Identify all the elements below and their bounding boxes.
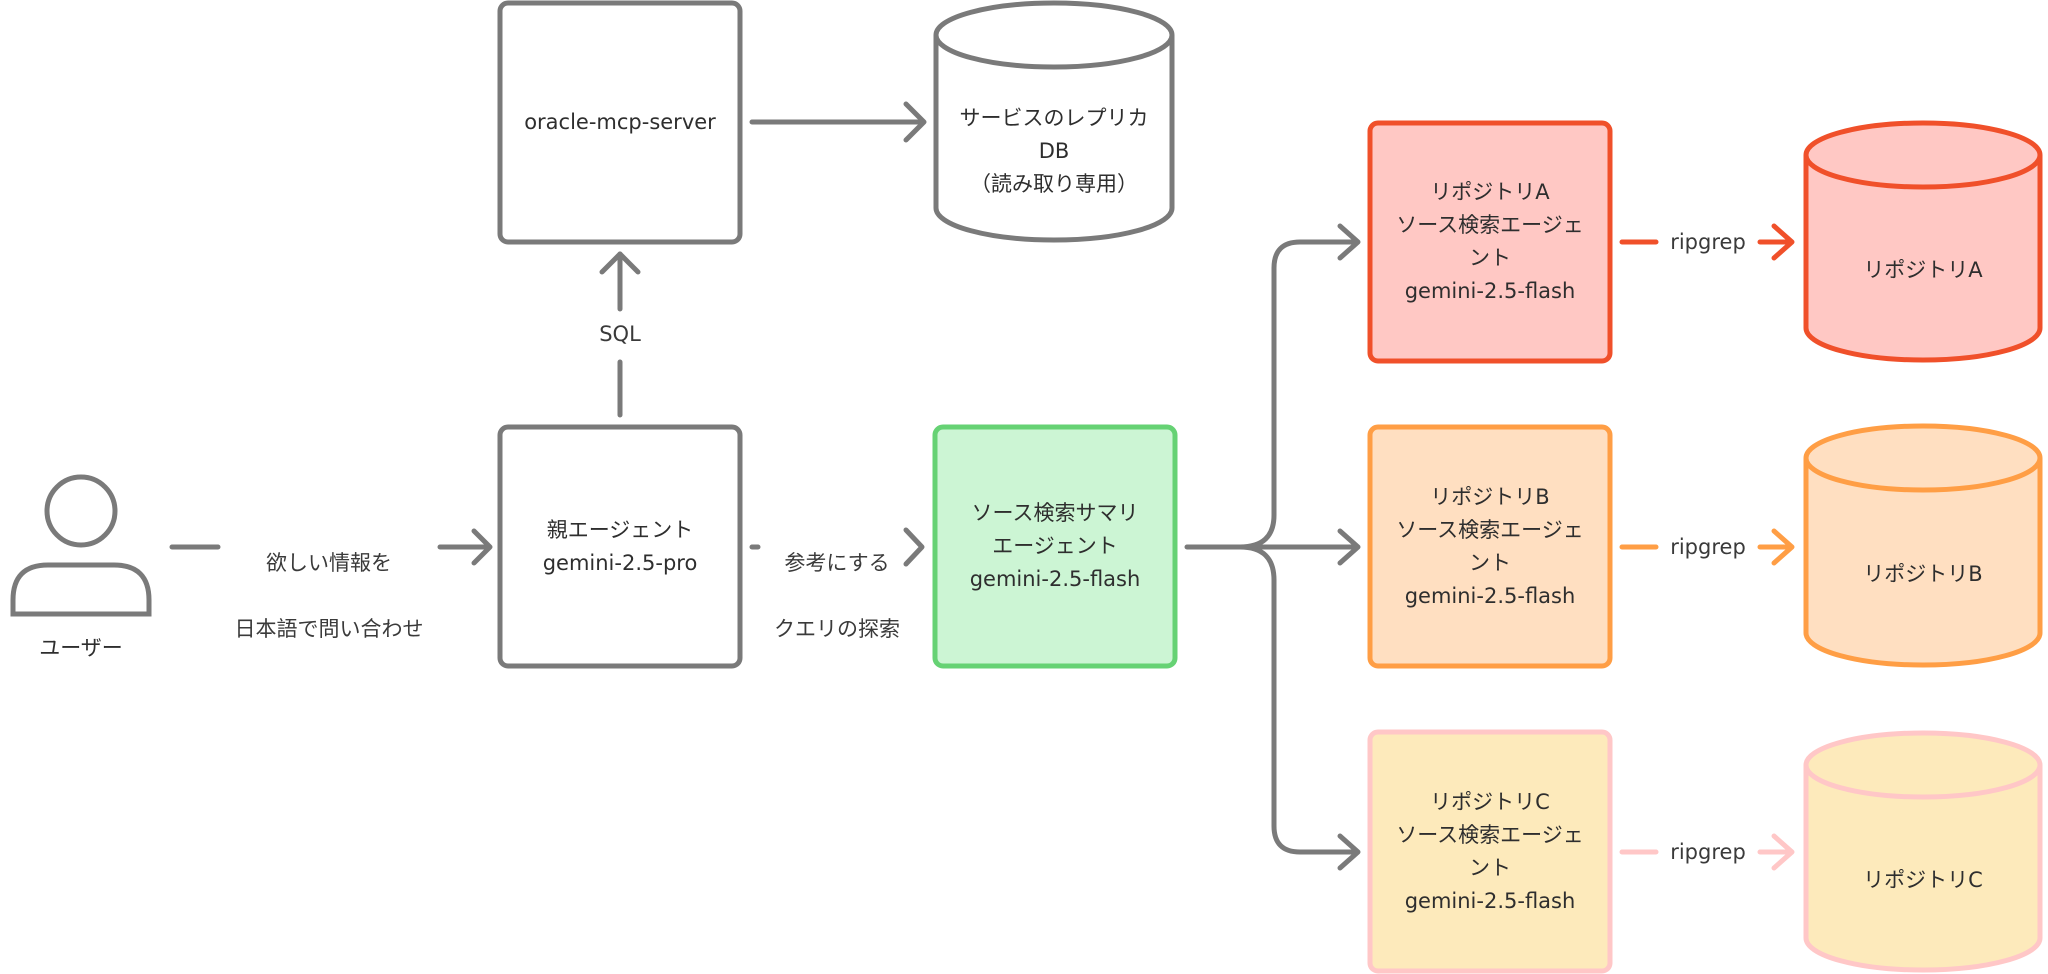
arrowhead-icon — [1337, 223, 1361, 261]
repo-c-agent-line1: リポジトリC — [1430, 789, 1550, 814]
edge-label-parent-to-summary-line1: 参考にする — [784, 551, 890, 575]
arrowhead-icon — [1771, 528, 1795, 566]
repo-a-agent-line1: リポジトリA — [1430, 180, 1550, 204]
arrowhead-icon — [599, 251, 641, 275]
repo-b-agent-line1: リポジトリB — [1430, 484, 1550, 509]
parent-agent-title: 親エージェント — [546, 517, 694, 542]
user-label: ユーザー — [39, 635, 123, 660]
replica-db-line3: （読み取り専用） — [970, 171, 1138, 196]
edge-summary-to-repo-a — [1237, 239, 1359, 550]
summary-agent-label: ソース検索サマリ エージェント gemini-2.5-flash — [940, 432, 1170, 661]
replica-db-cylinder[interactable] — [933, 0, 1175, 243]
repo-b-agent-model: gemini-2.5-flash — [1404, 583, 1576, 608]
edge-label-user-to-parent: 欲しい情報を 日本語で問い合わせ — [226, 514, 432, 679]
repo-a-agent-box[interactable] — [1367, 120, 1613, 364]
oracle-mcp-server-box[interactable] — [497, 0, 743, 245]
repo-a-agent-line2: ソース検索エージェ — [1396, 213, 1584, 237]
repo-a-agent-model: gemini-2.5-flash — [1404, 279, 1576, 303]
replica-db-label: サービスのレプリカ DB （読み取り専用） — [940, 66, 1168, 236]
repo-a-label: リポジトリA — [1863, 257, 1983, 282]
arrowhead-icon — [1337, 528, 1361, 566]
arrowhead-icon — [1771, 223, 1795, 261]
replica-db-line2: DB — [1038, 138, 1070, 163]
edge-summary-to-repo-c — [1237, 544, 1359, 855]
summary-agent-model: gemini-2.5-flash — [969, 567, 1141, 591]
edge-label-parent-to-summary: 参考にする クエリの探索 — [764, 514, 910, 679]
edge-label-ripgrep-c: ripgrep — [1662, 836, 1754, 869]
replica-db-line1: サービスのレプリカ — [959, 105, 1149, 130]
edge-label-ripgrep-b: ripgrep — [1662, 531, 1754, 564]
arrowhead-icon — [1337, 833, 1361, 871]
edge-label-user-to-parent-line2: 日本語で問い合わせ — [234, 617, 424, 641]
repo-a-agent-line3: ント — [1469, 246, 1511, 270]
person-icon — [10, 474, 152, 617]
repo-c-label: リポジトリC — [1863, 867, 1983, 892]
arrowhead-icon — [1771, 833, 1795, 871]
parent-agent-label: 親エージェント gemini-2.5-pro — [505, 432, 735, 661]
edge-label-user-to-parent-line1: 欲しい情報を — [266, 551, 392, 575]
repo-b-label: リポジトリB — [1863, 561, 1983, 586]
summary-agent-box[interactable] — [932, 424, 1178, 669]
edge-label-sql: SQL — [580, 318, 660, 351]
repo-b-agent-box[interactable] — [1367, 424, 1613, 669]
repo-c-agent-label: リポジトリC ソース検索エージェ ント gemini-2.5-flash — [1375, 737, 1605, 966]
edge-label-parent-to-summary-line2: クエリの探索 — [774, 617, 900, 641]
parent-agent-model: gemini-2.5-pro — [542, 550, 698, 575]
repo-b-agent-line2: ソース検索エージェ — [1396, 517, 1584, 542]
summary-agent-line1: ソース検索サマリ — [971, 501, 1139, 525]
repo-c-cylinder[interactable] — [1803, 730, 2043, 973]
arrowhead-icon — [903, 527, 925, 567]
repo-b-agent-line3: ント — [1469, 550, 1511, 575]
repo-c-agent-box[interactable] — [1367, 729, 1613, 974]
summary-agent-line2: エージェント — [992, 534, 1118, 558]
repo-c-agent-line2: ソース検索エージェ — [1396, 822, 1584, 847]
repo-b-agent-label: リポジトリB ソース検索エージェ ント gemini-2.5-flash — [1375, 432, 1605, 661]
edge-label-ripgrep-a: ripgrep — [1662, 226, 1754, 259]
repo-c-agent-model: gemini-2.5-flash — [1404, 888, 1576, 913]
oracle-mcp-server-label: oracle-mcp-server — [524, 110, 716, 134]
parent-agent-box[interactable] — [497, 424, 743, 669]
repo-c-agent-line3: ント — [1469, 855, 1511, 880]
arrowhead-icon — [903, 101, 927, 143]
repo-a-cylinder[interactable] — [1803, 120, 2043, 363]
repo-a-agent-label: リポジトリA ソース検索エージェ ント gemini-2.5-flash — [1375, 128, 1605, 356]
repo-b-cylinder[interactable] — [1803, 423, 2043, 668]
arrowhead-icon — [471, 528, 493, 566]
